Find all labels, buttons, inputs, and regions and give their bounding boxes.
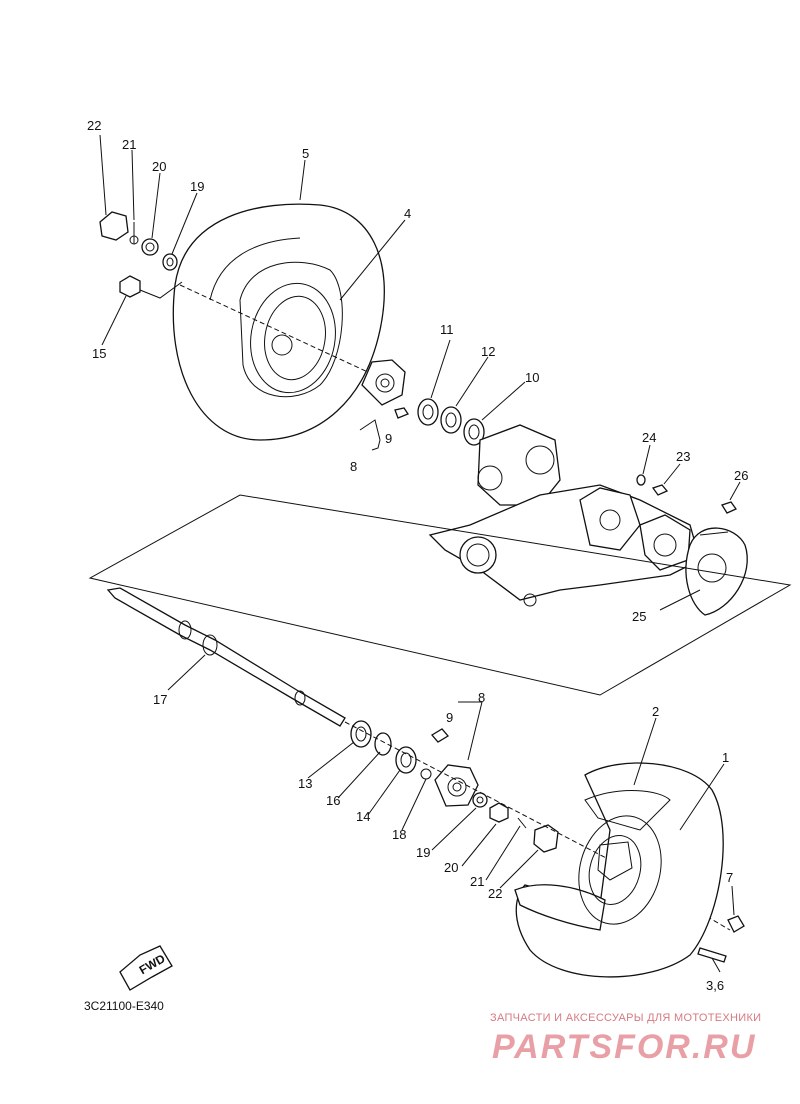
callout-22: 22 [87, 118, 101, 133]
callout-23: 23 [676, 449, 690, 464]
rear-axle-shaft [106, 587, 346, 727]
callout-21: 21 [122, 137, 136, 152]
callout-1: 1 [722, 750, 729, 765]
callout-5: 5 [302, 146, 309, 161]
callout-17: 17 [153, 692, 167, 707]
callout-8: 8 [350, 459, 357, 474]
upper-small-parts [99, 211, 183, 299]
lower-small-parts [472, 792, 559, 853]
callout-9b: 9 [446, 710, 453, 725]
callout-21b: 21 [470, 874, 484, 889]
callout-19b: 19 [416, 845, 430, 860]
callout-12: 12 [481, 344, 495, 359]
upper-hub [361, 359, 409, 419]
callout-3-6: 3,6 [706, 978, 724, 993]
callout-18: 18 [392, 827, 406, 842]
watermark-logo: PARTSFOR.RU [492, 1028, 756, 1066]
callout-19: 19 [190, 179, 204, 194]
upper-wheel-tire [172, 203, 385, 441]
upper-axis-line [179, 284, 386, 381]
lower-wheel-tire [514, 762, 745, 978]
callout-24: 24 [642, 430, 656, 445]
leader-lines [99, 134, 741, 973]
swingarm-housing [428, 424, 701, 607]
callout-4: 4 [404, 206, 411, 221]
callout-20b: 20 [444, 860, 458, 875]
callout-13: 13 [298, 776, 312, 791]
lower-hub [431, 728, 479, 807]
fwd-arrow-icon: FWD [119, 945, 173, 991]
callout-7: 7 [726, 870, 733, 885]
diagram-code: 3C21100-E340 [84, 999, 164, 1013]
watermark-tagline: ЗАПЧАСТИ И АКСЕССУАРЫ ДЛЯ МОТОТЕХНИКИ [490, 1012, 761, 1024]
lower-axis-line [344, 721, 611, 861]
callout-10: 10 [525, 370, 539, 385]
upper-bearings [417, 398, 485, 446]
callout-8b: 8 [478, 690, 485, 705]
callout-22b: 22 [488, 886, 502, 901]
callout-11: 11 [440, 322, 454, 337]
callout-15: 15 [92, 346, 106, 361]
callout-2: 2 [652, 704, 659, 719]
brake-shield-parts [636, 474, 748, 616]
callout-20: 20 [152, 159, 166, 174]
callout-9: 9 [385, 431, 392, 446]
callout-14: 14 [356, 809, 370, 824]
callout-26: 26 [734, 468, 748, 483]
callout-25: 25 [632, 609, 646, 624]
callout-16: 16 [326, 793, 340, 808]
axle-group-box [88, 494, 792, 696]
